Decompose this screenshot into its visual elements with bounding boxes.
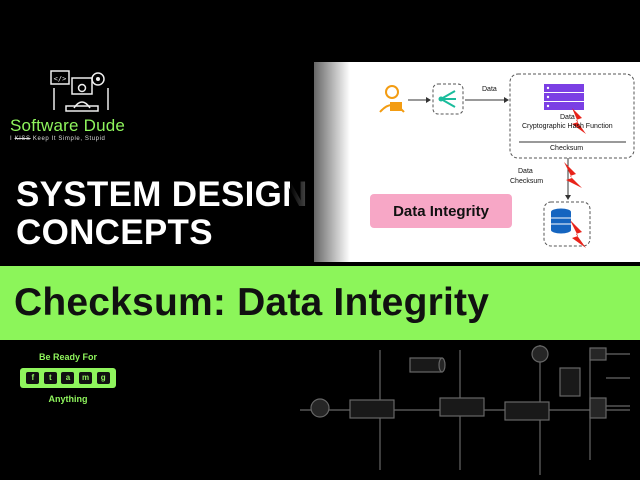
user-icon [379,85,405,113]
edge-label-down-data: Data [518,168,533,175]
database-icon [551,208,571,234]
tagline-struck: KISS [14,136,31,142]
server-label-hash: Cryptographic Hash Function [522,123,613,130]
ready-icon-strip: f t a m g [20,368,116,388]
brand-tagline: I KISS Keep It Simple, Stupid [10,136,106,142]
google-icon: g [96,372,110,384]
router-icon [432,83,464,115]
edge-label-down-checksum: Checksum [510,178,544,185]
diagram-panel: Data Data Cryptographic Hash Function Ch… [314,62,640,262]
headline-line-1: SYSTEM DESIGN [16,175,308,214]
data-integrity-label: Data Integrity [393,202,489,220]
lightning-icon [572,108,586,134]
server-icon [544,84,584,110]
network-graphic [300,345,630,475]
headline: SYSTEM DESIGN CONCEPTS [16,176,308,252]
amazon-icon: a [61,372,75,384]
title-banner: Checksum: Data Integrity [0,266,640,340]
ready-badge: Be Ready For f t a m g Anything [16,352,120,404]
facebook-icon: f [26,372,40,384]
twitter-icon: t [43,372,57,384]
tagline-prefix: I [10,136,13,142]
ready-bottom-text: Anything [48,394,88,404]
svg-text:</>: </> [54,75,67,83]
data-integrity-box: Data Integrity [370,194,512,228]
microsoft-icon: m [79,372,93,384]
lightning-icon-3 [570,220,586,248]
banner-title: Checksum: Data Integrity [14,281,490,324]
ready-top-text: Be Ready For [38,352,98,362]
brand-logo: </> Software Dude I KISS Keep It Simple,… [8,66,158,146]
developer-icon: </> [50,70,109,112]
lightning-icon-2 [564,162,582,188]
checksum-diagram [379,73,635,248]
tagline-text: Keep It Simple, Stupid [32,136,106,142]
server-label-data: Data [560,114,575,121]
edge-label-data: Data [482,86,497,93]
brand-name: Software Dude [10,116,126,135]
headline-line-2: CONCEPTS [16,213,213,252]
server-label-checksum: Checksum [550,145,584,152]
